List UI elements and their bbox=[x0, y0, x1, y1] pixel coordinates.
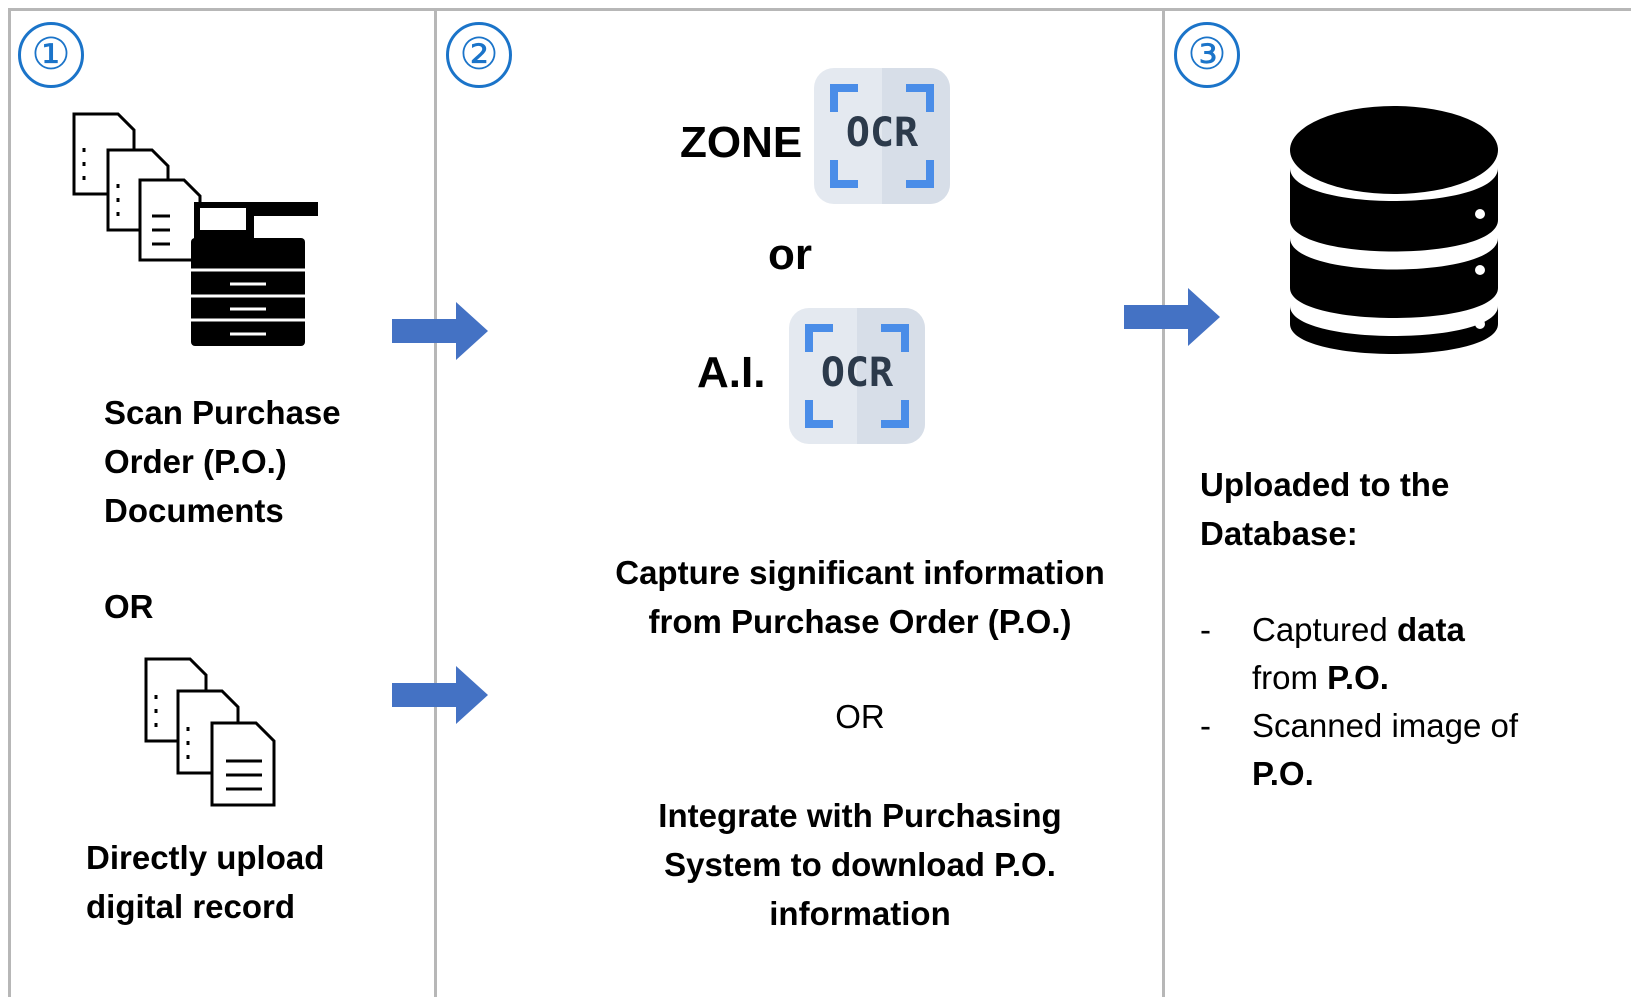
ai-ocr-text: OCR bbox=[820, 350, 894, 396]
panel2-or-text: OR bbox=[835, 698, 885, 735]
capture-info-text: Capture significant information from Pur… bbox=[615, 554, 1105, 640]
zone-label: ZONE bbox=[680, 118, 803, 167]
or-small-text: or bbox=[768, 230, 812, 279]
panel1-or-text: OR bbox=[104, 588, 154, 625]
item-text: Scanned image of bbox=[1252, 707, 1519, 744]
divider-2 bbox=[1162, 8, 1165, 997]
step-2-number: ② bbox=[446, 22, 512, 88]
ai-ocr-icon: OCR bbox=[789, 308, 925, 444]
left-border bbox=[8, 8, 11, 997]
uploaded-items-list: - Captured data from P.O. - Scanned image… bbox=[1200, 606, 1580, 798]
divider-1 bbox=[434, 8, 437, 997]
ai-label: A.I. bbox=[697, 348, 766, 397]
step-1-number: ① bbox=[18, 22, 84, 88]
top-border bbox=[8, 8, 1631, 11]
item-text: Captured bbox=[1252, 611, 1397, 648]
direct-upload-text: Directly upload digital record bbox=[86, 839, 325, 925]
item-text: from bbox=[1252, 659, 1328, 696]
zone-ocr-text: OCR bbox=[845, 110, 919, 156]
item-bold-text: P.O. bbox=[1252, 755, 1314, 792]
arrow-right-icon bbox=[392, 302, 488, 360]
list-item: - Scanned image of P.O. bbox=[1200, 702, 1580, 798]
digital-documents-icon bbox=[144, 657, 276, 807]
list-dash: - bbox=[1200, 611, 1211, 648]
step-3-number: ③ bbox=[1174, 22, 1240, 88]
integrate-text: Integrate with Purchasing System to down… bbox=[658, 797, 1062, 932]
list-dash: - bbox=[1200, 707, 1211, 744]
arrow-right-icon bbox=[392, 666, 488, 724]
scan-po-text: Scan Purchase Order (P.O.) Documents bbox=[104, 394, 341, 529]
database-icon bbox=[1290, 106, 1498, 354]
item-bold-text: data bbox=[1396, 611, 1465, 648]
list-item: - Captured data from P.O. bbox=[1200, 606, 1580, 702]
zone-ocr-icon: OCR bbox=[814, 68, 950, 204]
uploaded-title: Uploaded to the Database: bbox=[1200, 466, 1450, 552]
scan-documents-icon bbox=[72, 112, 318, 346]
item-bold-text: P.O. bbox=[1327, 659, 1389, 696]
arrow-right-icon bbox=[1124, 288, 1220, 346]
